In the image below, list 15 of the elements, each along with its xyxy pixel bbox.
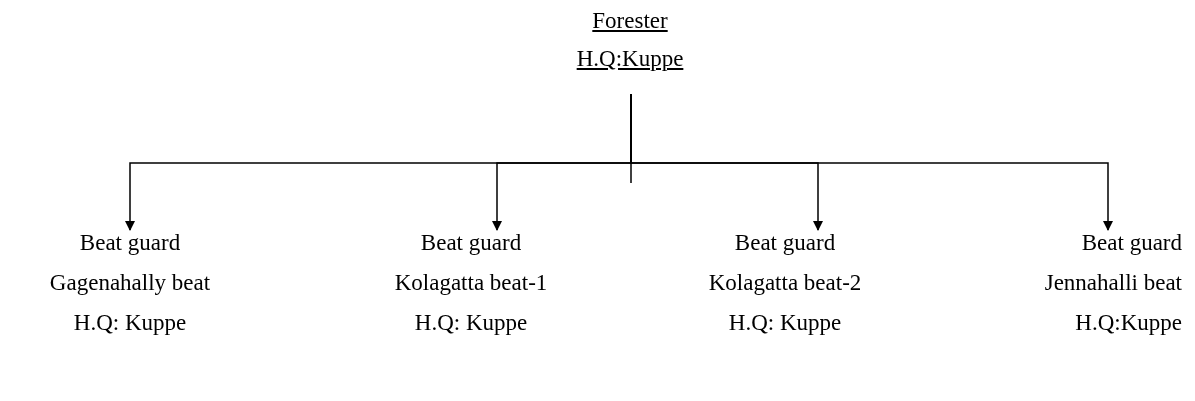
node-text: Kolagatta beat-1	[393, 270, 549, 296]
node-text: Beat guard	[78, 230, 182, 256]
node-text: Beat guard	[733, 230, 837, 256]
node-text: Beat guard	[419, 230, 523, 256]
node-text: Gagenahally beat	[48, 270, 212, 296]
connector-arrow	[630, 93, 1113, 231]
node-text: H.Q: Kuppe	[413, 310, 529, 336]
node-text: Jennahalli beat	[1043, 270, 1182, 296]
node-text: H.Q: Kuppe	[72, 310, 188, 336]
node-text: Beat guard	[1080, 230, 1182, 256]
node-text: H.Q: Kuppe	[727, 310, 843, 336]
node-text: Kolagatta beat-2	[707, 270, 863, 296]
heading-text: Forester	[592, 8, 668, 34]
node-text: H.Q:Kuppe	[1074, 310, 1182, 336]
heading-text: H.Q:Kuppe	[576, 46, 684, 72]
